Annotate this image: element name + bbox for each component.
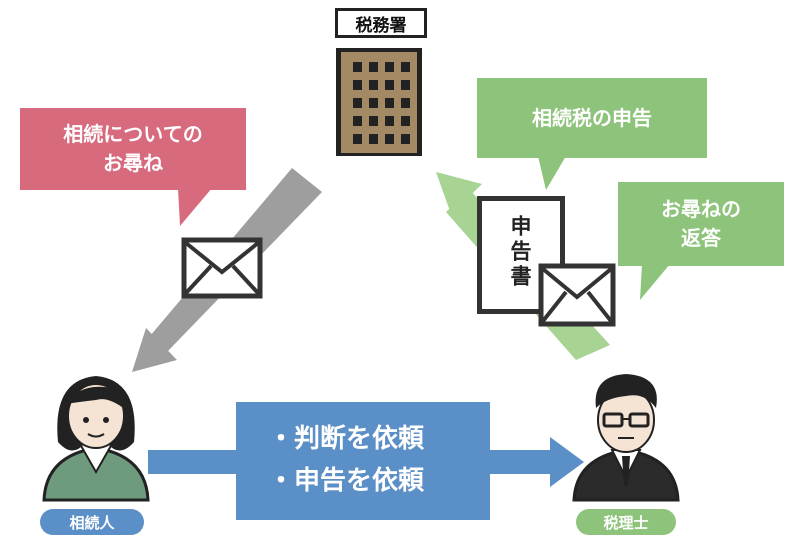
filing-bubble-tail	[538, 156, 566, 190]
tax-office-label: 税務署	[335, 8, 427, 38]
request-item-judgement: ・判断を依頼	[268, 424, 425, 455]
filing-bubble-text: 相続税の申告	[532, 105, 652, 130]
request-item-filing: ・申告を依頼	[268, 466, 425, 496]
filing-bubble: 相続税の申告	[477, 78, 707, 158]
answer-bubble-line1: お尋ねの	[661, 197, 741, 221]
answer-bubble-tail	[640, 264, 670, 300]
inquiry-bubble: 相続についての お尋ね	[20, 108, 246, 190]
heir-person-icon	[42, 376, 150, 502]
envelope-icon	[181, 237, 263, 299]
inquiry-bubble-line2: お尋ね	[103, 151, 163, 175]
heir-label: 相続人	[40, 509, 144, 535]
tax-return-document-text: 申告書	[508, 215, 532, 290]
heir-label-text: 相続人	[69, 513, 115, 532]
answer-bubble: お尋ねの 返答	[618, 182, 784, 266]
tax-return-document: 申告書	[477, 196, 565, 314]
answer-bubble-line2: 返答	[681, 226, 721, 250]
tax-office-label-text: 税務署	[355, 15, 407, 36]
accountant-label: 税理士	[576, 509, 676, 535]
inquiry-bubble-line1: 相続についての	[63, 122, 203, 146]
accountant-person-icon	[572, 374, 680, 502]
inquiry-bubble-tail	[178, 188, 212, 226]
accountant-label-text: 税理士	[603, 513, 649, 532]
tax-office-building-icon	[336, 48, 422, 156]
request-box: ・判断を依頼 ・申告を依頼	[236, 402, 490, 520]
